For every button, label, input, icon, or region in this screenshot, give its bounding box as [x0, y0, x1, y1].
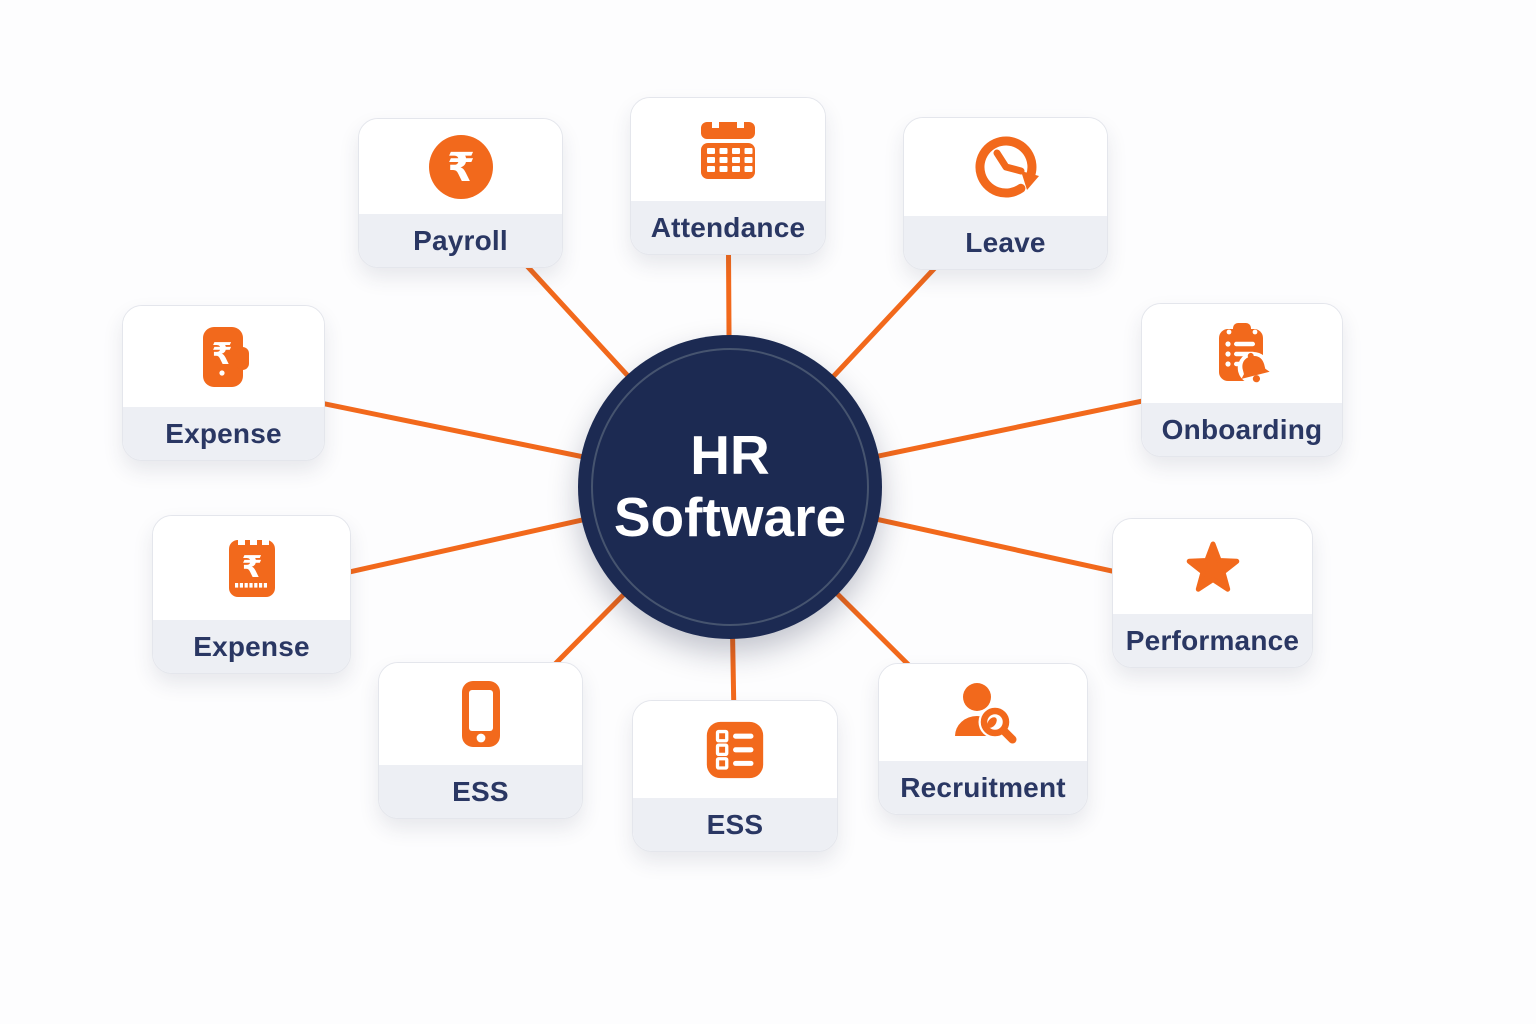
star-icon — [1186, 541, 1239, 592]
card-ess-left-icon-area — [379, 663, 582, 765]
card-label: Recruitment — [879, 761, 1087, 814]
card-expense-upper-icon-area: ₹ — [123, 306, 324, 407]
clipboard-bell-icon — [1219, 322, 1270, 384]
card-payroll: ₹ Payroll — [358, 118, 563, 268]
rupee-coin-icon: ₹ — [428, 134, 493, 199]
hub-title-line1: HR — [690, 424, 770, 487]
card-leave-icon-area — [904, 118, 1107, 216]
card-label: Onboarding — [1142, 403, 1342, 456]
card-ess-bottom: ESS — [632, 700, 838, 852]
card-ess-bottom-icon-area — [633, 701, 837, 798]
card-recruitment: Recruitment — [878, 663, 1088, 815]
hub-title-line2: Software — [613, 486, 847, 548]
card-expense-lower-icon-area: ₹ — [153, 516, 350, 620]
calendar-icon — [701, 118, 755, 179]
card-onboarding: Onboarding — [1141, 303, 1343, 457]
card-label: Expense — [153, 620, 350, 673]
rupee-glyph: ₹ — [211, 337, 232, 372]
card-recruitment-icon-area — [879, 664, 1087, 761]
card-label: Payroll — [359, 214, 562, 267]
receipt-rupee-icon: ₹ — [228, 537, 275, 597]
card-label: ESS — [379, 765, 582, 818]
clock-arrow-icon — [975, 136, 1039, 198]
card-attendance: Attendance — [630, 97, 826, 255]
person-search-icon — [955, 682, 1019, 747]
hub-circle: HR Software — [578, 335, 882, 639]
wallet-rupee-icon: ₹ — [202, 326, 249, 387]
card-attendance-icon-area — [631, 98, 825, 201]
card-ess-left: ESS — [378, 662, 583, 819]
rupee-glyph: ₹ — [241, 550, 262, 585]
card-expense-lower: ₹ Expense — [152, 515, 351, 674]
card-label: Leave — [904, 216, 1107, 269]
card-label: Attendance — [631, 201, 825, 254]
card-payroll-icon-area: ₹ — [359, 119, 562, 214]
card-leave: Leave — [903, 117, 1108, 270]
card-performance-icon-area — [1113, 519, 1312, 614]
smartphone-icon — [461, 681, 500, 747]
card-label: Expense — [123, 407, 324, 460]
card-performance: Performance — [1112, 518, 1313, 668]
checklist-icon — [706, 721, 764, 778]
rupee-glyph: ₹ — [447, 145, 475, 191]
card-expense-upper: ₹ Expense — [122, 305, 325, 461]
card-label: Performance — [1113, 614, 1312, 667]
card-onboarding-icon-area — [1142, 304, 1342, 403]
card-label: ESS — [633, 798, 837, 851]
